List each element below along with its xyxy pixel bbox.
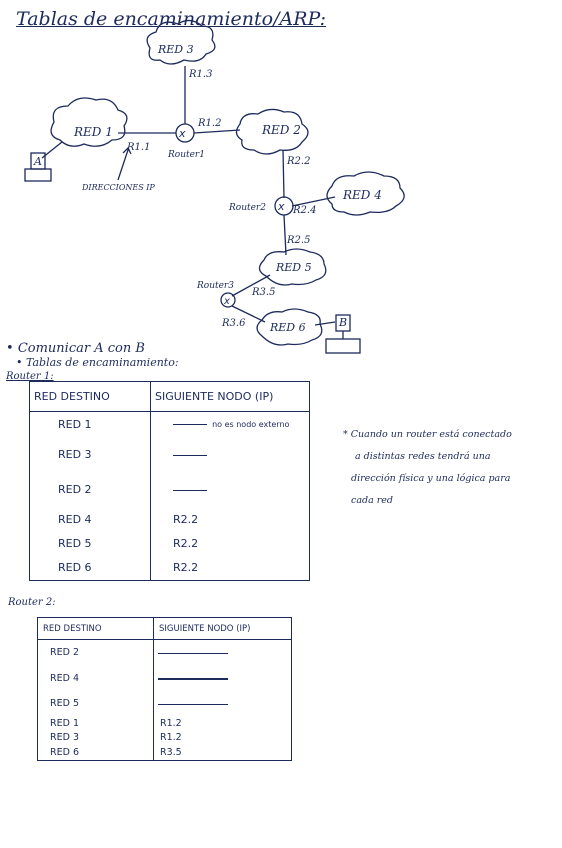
- table-row: RED 3: [30, 436, 310, 472]
- net-label-red3: RED 3: [158, 43, 194, 56]
- iface-label-r36: R3.6: [222, 318, 246, 329]
- red3-cloud: [146, 19, 216, 65]
- iface-label-r35: R3.5: [252, 287, 276, 298]
- red6-cloud: [256, 308, 323, 346]
- table2-dash: [158, 678, 228, 680]
- link-red6-b: [314, 321, 336, 326]
- table-row: RED 2: [30, 471, 310, 508]
- iface-label-r22: R2.2: [287, 156, 311, 167]
- table2-next: R1.2: [153, 715, 292, 731]
- table-row: RED 6 R3.5: [38, 745, 292, 761]
- router3-label: Router3: [197, 281, 234, 291]
- ip-arrowhead: [122, 146, 132, 155]
- host-a-base: [24, 168, 52, 182]
- table2-dest: RED 2: [50, 647, 79, 659]
- side-note-line: a distintas redes tendrá una: [355, 451, 491, 462]
- table-row: RED 4: [38, 665, 292, 691]
- side-note-line: cada red: [351, 495, 393, 506]
- router2-label: Router2: [229, 203, 266, 213]
- iface-label-r11: R1.1: [127, 142, 151, 153]
- iface-label-r25: R2.5: [287, 235, 311, 246]
- table1-header-dest: RED DESTINO: [29, 381, 151, 412]
- router2-icon: [274, 196, 294, 216]
- table2-dest: RED 3: [50, 732, 79, 744]
- net-label-red4: RED 4: [343, 188, 382, 202]
- table2-next: R1.2: [153, 730, 292, 746]
- table-row: RED 1 R1.2: [38, 715, 292, 731]
- router1-icon: [175, 123, 195, 143]
- bullet-tablas: • Tablas de encaminamiento:: [16, 356, 179, 369]
- iface-label-r24: R2.4: [293, 205, 317, 216]
- table1-dest: RED 2: [58, 482, 92, 496]
- side-note-line: dirección física y una lógica para: [351, 473, 511, 484]
- table1-dest: RED 6: [58, 561, 92, 575]
- network-diagram: x x x: [24, 19, 405, 354]
- iface-label-r13: R1.3: [189, 69, 213, 80]
- table1-dest: RED 5: [58, 536, 92, 550]
- table2-dest: RED 4: [50, 672, 79, 684]
- table-row: RED 4 R2.2: [30, 507, 310, 532]
- table1-header-next: SIGUIENTE NODO (IP): [150, 381, 310, 412]
- link-r22: [282, 149, 285, 199]
- net-label-red5: RED 5: [276, 261, 312, 274]
- table1-note: no es nodo externo: [212, 419, 290, 429]
- routing-table-router1: RED DESTINO SIGUIENTE NODO (IP) RED 1 no…: [29, 381, 310, 581]
- router3-icon: [220, 292, 236, 308]
- host-a-label: A: [34, 155, 42, 168]
- host-b-base: [325, 338, 361, 354]
- table2-dash: [158, 653, 228, 655]
- side-note: * Cuando un router está conectado a dist…: [343, 424, 512, 512]
- table1-dash: [173, 423, 207, 425]
- router1-label: Router1: [168, 150, 205, 160]
- link-r12: [193, 129, 241, 134]
- table1-dest: RED 1: [58, 417, 92, 431]
- table2-header-dest: RED DESTINO: [37, 617, 154, 640]
- table2-header-next: SIGUIENTE NODO (IP): [153, 617, 292, 640]
- link-r35: [231, 274, 271, 297]
- link-r36: [231, 305, 266, 323]
- page-title: Tablas de encaminamiento/ARP:: [16, 8, 327, 30]
- link-r25: [283, 214, 287, 256]
- table2-next: R3.5: [153, 745, 292, 761]
- table-row: RED 1 no es nodo externo: [30, 411, 310, 437]
- table1-next: R2.2: [150, 555, 310, 581]
- table2-dest: RED 1: [50, 717, 79, 729]
- table1-dest: RED 3: [58, 447, 92, 461]
- table2-dest: RED 6: [50, 747, 79, 759]
- red2-cloud: [235, 108, 309, 155]
- table-row: RED 2: [38, 639, 292, 666]
- side-note-text: Cuando un router está conectado: [350, 429, 512, 440]
- table1-dest: RED 4: [58, 512, 92, 526]
- table1-dash: [173, 489, 207, 492]
- table-row: RED 5: [38, 690, 292, 716]
- red1-cloud: [50, 97, 128, 147]
- table1-next: R2.2: [150, 531, 310, 556]
- red4-cloud: [326, 171, 405, 216]
- table-row: RED 3 R1.2: [38, 730, 292, 746]
- bullet-comunicar: • Comunicar A con B: [6, 341, 145, 356]
- router1-heading: Router 1:: [6, 371, 54, 382]
- svg-text:x: x: [223, 296, 230, 307]
- bullet-comunicar-text: Comunicar A con B: [17, 341, 145, 356]
- table1-dash: [173, 454, 207, 456]
- net-label-red2: RED 2: [262, 123, 301, 137]
- svg-text:x: x: [178, 127, 186, 140]
- table1-next: R2.2: [150, 507, 310, 532]
- routing-table-router2: RED DESTINO SIGUIENTE NODO (IP) RED 2 RE…: [37, 617, 292, 761]
- net-label-red6: RED 6: [270, 321, 306, 334]
- router2-heading: Router 2:: [8, 597, 56, 608]
- side-note-line: * Cuando un router está conectado: [343, 429, 512, 440]
- table-row: RED 5 R2.2: [30, 531, 310, 556]
- red5-cloud: [258, 248, 327, 286]
- table2-dest: RED 5: [50, 697, 79, 709]
- net-label-red1: RED 1: [74, 125, 113, 139]
- table-row: RED 6 R2.2: [30, 555, 310, 581]
- svg-text:x: x: [277, 200, 285, 213]
- table2-dash: [158, 703, 228, 705]
- ip-note: Direcciones IP: [82, 183, 155, 192]
- bullet-tablas-text: Tablas de encaminamiento:: [26, 356, 179, 369]
- iface-label-r12: R1.2: [198, 118, 222, 129]
- host-b-label: B: [339, 316, 348, 329]
- ip-arrow: [117, 149, 129, 181]
